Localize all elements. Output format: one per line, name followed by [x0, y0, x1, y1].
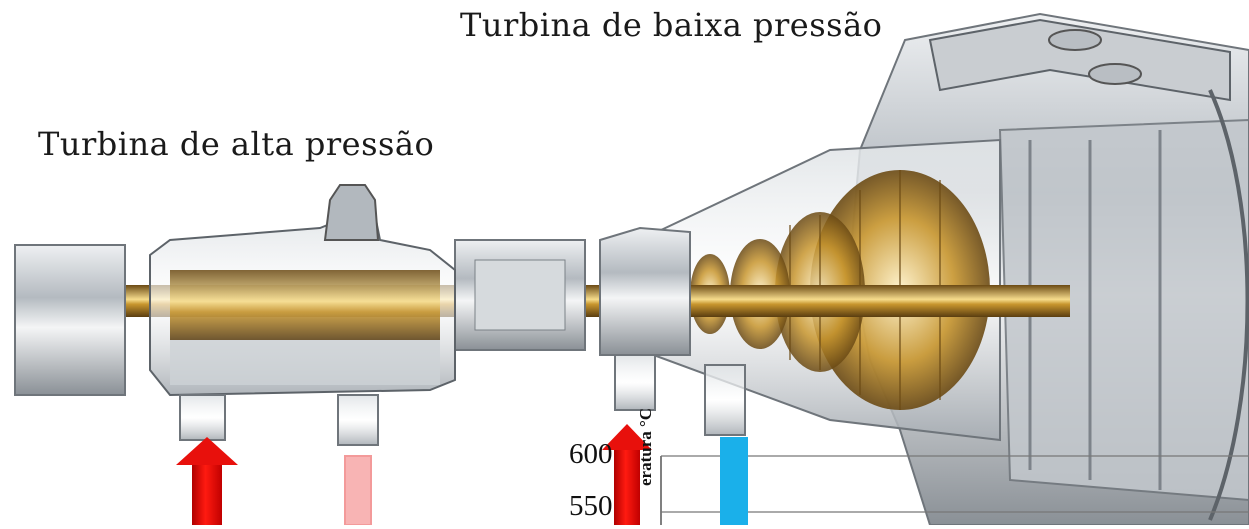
hp-turbine-casing: [14, 184, 456, 446]
high-pressure-turbine-label: Turbina de alta pressão: [38, 125, 435, 163]
lp-inlet-arrow: [602, 424, 652, 525]
hp-inlet-arrow: [176, 437, 238, 525]
y-tick-550: 550: [569, 490, 613, 522]
low-pressure-turbine-label: Turbina de baixa pressão: [460, 6, 883, 44]
lp-inlet-housing: [599, 226, 746, 436]
lp-outlet-bar: [720, 437, 748, 525]
hp-outlet-bar: [344, 455, 372, 526]
temperature-chart: [660, 455, 1249, 525]
coupling-housing: [454, 239, 586, 351]
y-tick-600: 600: [569, 438, 613, 470]
y-axis-title: eratura °C: [636, 407, 655, 486]
